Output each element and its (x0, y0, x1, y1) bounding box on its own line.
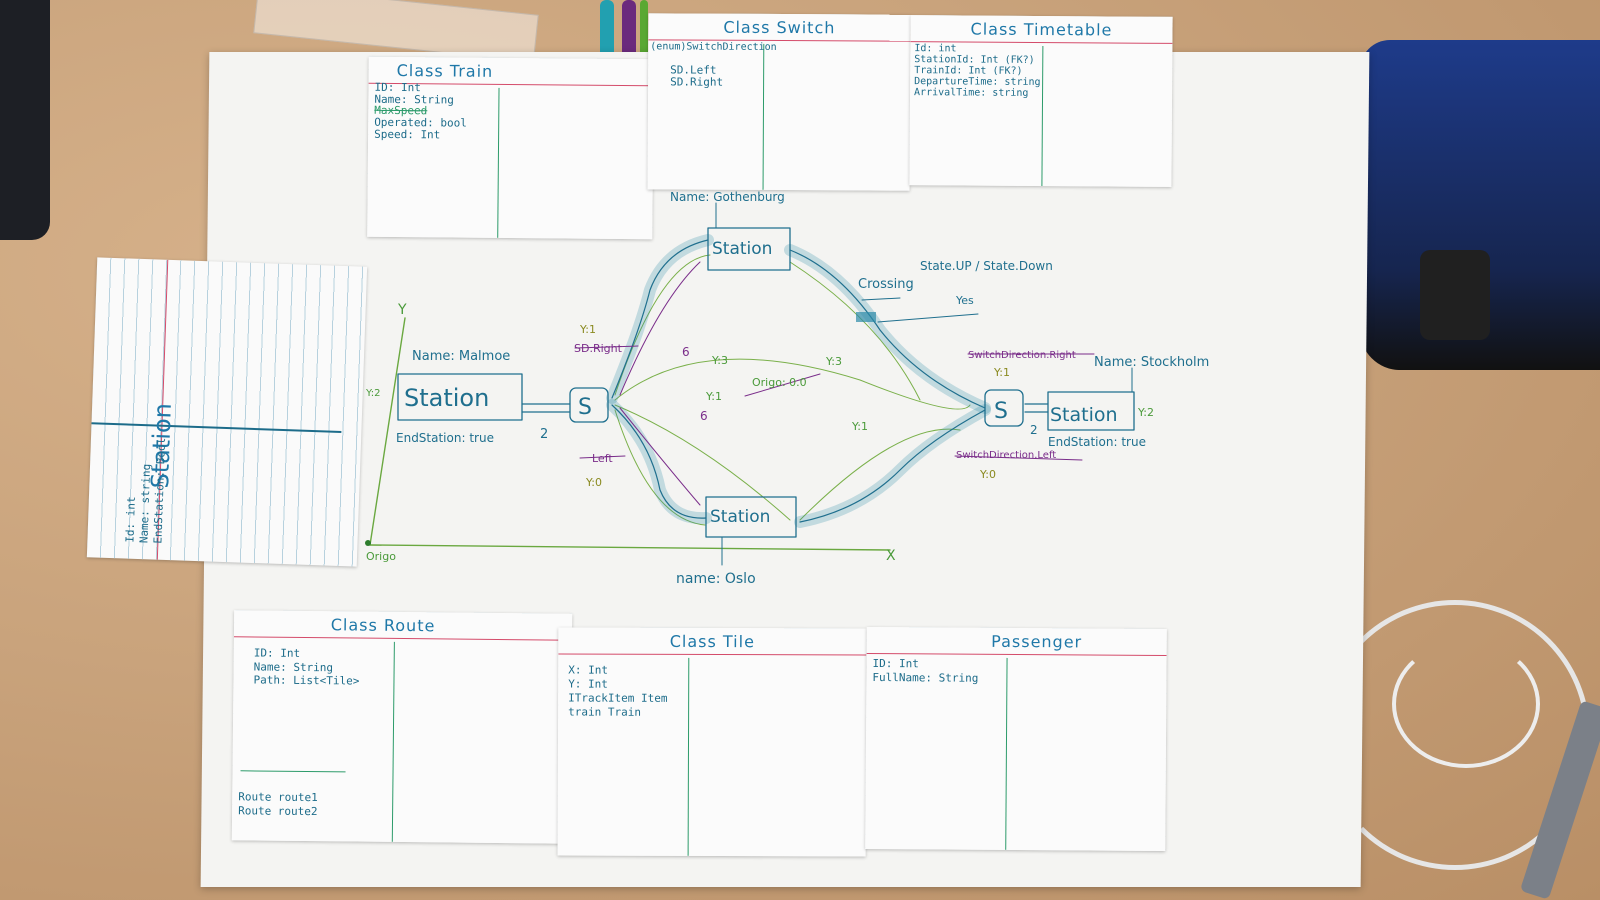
guide-curve (614, 404, 791, 521)
strike-line (861, 297, 901, 301)
switch-label: S (578, 395, 592, 420)
crossing-label: Crossing (858, 277, 914, 292)
strike-line (579, 455, 626, 459)
crossing-marker (856, 312, 876, 322)
cable-loop (1392, 640, 1540, 768)
track (606, 234, 714, 404)
y-axis (369, 317, 406, 546)
switch-dir: SD.Right (574, 342, 623, 355)
origo-coord: Origo: 0.0 (752, 376, 807, 389)
origo-point (365, 540, 371, 546)
chair-leg (1420, 250, 1490, 340)
track (784, 244, 991, 414)
track (611, 239, 709, 399)
station-label: Station (1050, 404, 1118, 426)
track (799, 409, 986, 523)
strike-line (877, 313, 979, 323)
strike-line (574, 345, 639, 349)
route-arc (619, 407, 701, 506)
switch-coord: Y:1 (993, 366, 1010, 379)
track (611, 404, 707, 519)
station-malmoe (397, 373, 523, 421)
coord-label: Y:2 (365, 388, 381, 399)
name-stockholm: Name: Stockholm (1094, 355, 1209, 370)
track (789, 249, 986, 409)
tile-count: 2 (540, 427, 548, 442)
tile-count: 2 (1030, 423, 1038, 437)
coord-label: Y:1 (705, 390, 722, 403)
switch-dir: SwitchDirection.Right (968, 350, 1076, 361)
crossing-state: State.UP / State.Down (920, 259, 1053, 273)
crossing-yes: Yes (955, 294, 974, 307)
station-label: Station (404, 384, 489, 412)
station-label: Station (710, 507, 770, 527)
guide-curve (614, 358, 971, 410)
switch-right (984, 389, 1024, 427)
endstation-malmoe: EndStation: true (396, 431, 494, 445)
coord-label: Y:3 (825, 355, 842, 368)
teal-pen (600, 0, 614, 62)
laptop-corner (0, 0, 50, 240)
endstation-stockholm: EndStation: true (1048, 435, 1146, 449)
station-label: Station (712, 239, 772, 259)
switch-label: S (994, 399, 1008, 424)
coord-label: Y:2 (1137, 406, 1154, 419)
green-pen (640, 0, 648, 62)
x-axis-label: X (886, 548, 896, 564)
name-malmoe: Name: Malmoe (412, 349, 510, 364)
switch-coord: Y:0 (979, 468, 996, 481)
switch-coord: Y:1 (579, 323, 596, 336)
guide-curve (614, 409, 706, 526)
station-oslo (705, 496, 797, 538)
coord-label: Y:1 (851, 420, 868, 433)
switch-left (569, 387, 609, 423)
coord-label: Y:3 (711, 354, 728, 367)
switch-dir: SwitchDirection.Left (956, 450, 1056, 461)
track (606, 399, 712, 525)
station-stockholm (1047, 391, 1135, 431)
strike-line (954, 455, 1083, 461)
strike-line (744, 373, 821, 397)
name-oslo: name: Oslo (676, 571, 756, 587)
switch-dir: Left (592, 452, 613, 465)
switch-coord: Y:0 (585, 476, 602, 489)
purple-pen (622, 0, 636, 62)
tile-count: 6 (682, 345, 690, 359)
origo-label: Origo (366, 550, 396, 563)
guide-curve (789, 261, 921, 401)
tile-count: 6 (700, 409, 708, 423)
name-gothenburg: Name: Gothenburg (670, 190, 785, 204)
station-gothenburg (707, 227, 791, 271)
x-axis (369, 544, 891, 551)
y-axis-label: Y (397, 302, 407, 318)
guide-curve (799, 428, 961, 521)
route-arc (619, 261, 701, 396)
